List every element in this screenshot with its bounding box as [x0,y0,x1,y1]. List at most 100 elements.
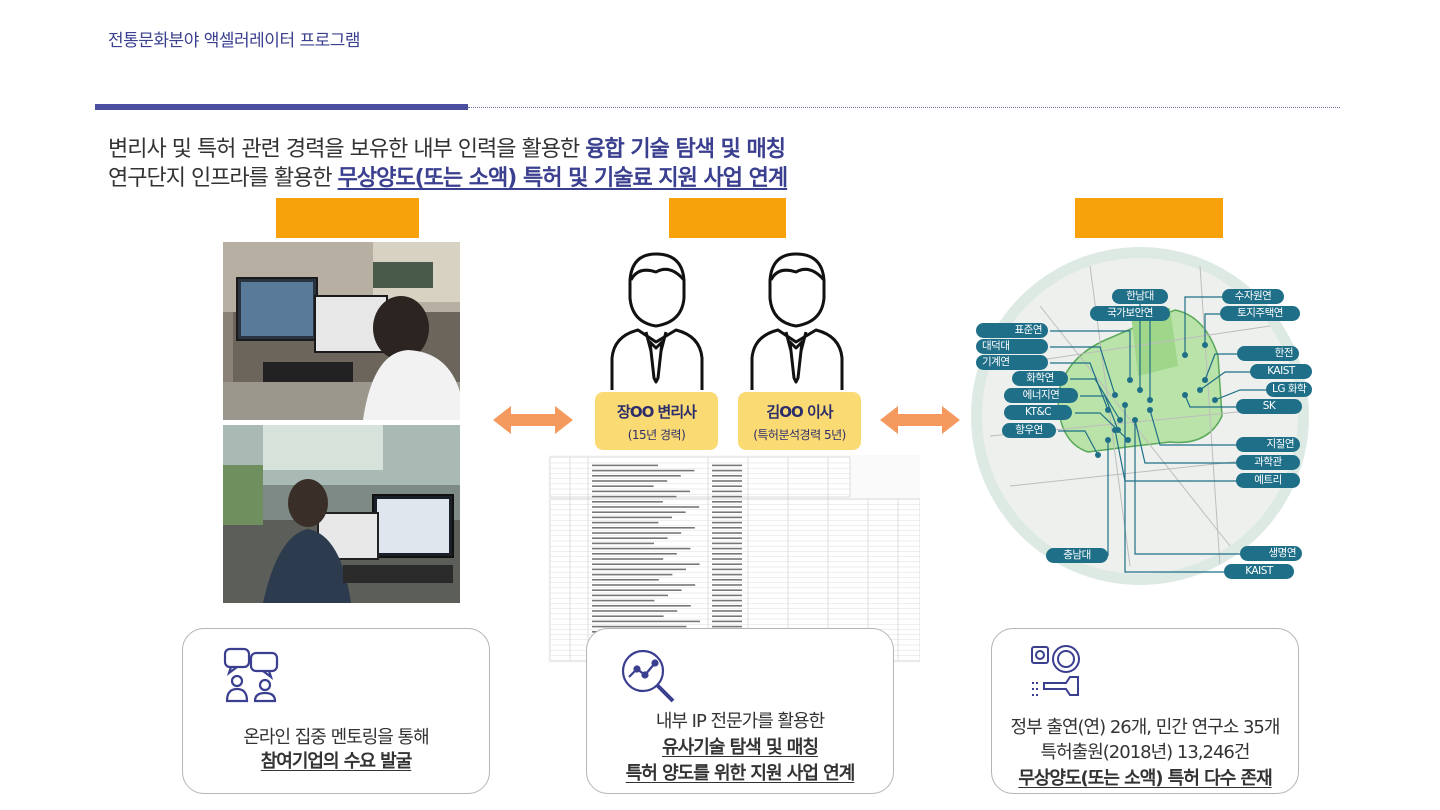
document-row-text [592,475,681,477]
card-2-line-1: 내부 IP 전문가를 활용한 [655,711,825,732]
document-row-text [712,589,742,591]
card-3-line-1: 정부 출연(연) 26개, 민간 연구소 35개 [1010,717,1281,738]
map-tag-kigam: 지질연 [1236,437,1300,452]
document-row-text [712,495,742,498]
document-row-text [592,573,673,576]
mentoring-chat-icon [223,647,281,707]
document-row-text [712,521,742,524]
card-3-line-3: 무상양도(또는 소액) 특허 다수 존재 [1018,768,1272,789]
document-row-text [592,558,664,560]
document-row-text [712,501,742,503]
document-row-text [592,490,690,493]
map-tag-daedeok-univ: 대덕대 [976,339,1048,354]
document-row-text [592,516,672,519]
map-tag-cnu: 충남대 [1046,548,1108,563]
document-row-text [592,464,658,467]
document-row-text [712,563,742,565]
document-row-text [592,553,677,555]
map-tag-kimm: 기계연 [976,355,1048,370]
map-tag-lg-chem: LG 화학 [1266,382,1312,397]
document-row-text [592,485,654,487]
map-tag-lh-institute: 토지주택연 [1220,306,1300,321]
map-tag-kier: 에너지연 [1004,388,1078,403]
headline-line-2-text: 연구단지 인프라를 활용한 [108,166,338,191]
document-row-text [712,620,742,623]
document-row-text [712,490,742,493]
map-tag-kriss: 표준연 [976,323,1048,338]
info-card-ip-expert: 내부 IP 전문가를 활용한 유사기술 탐색 및 매칭 특허 양도를 위한 지원… [586,628,894,794]
document-row-text [712,558,742,560]
document-row-text [712,625,742,628]
orange-label-bar-right [1075,198,1223,238]
document-row-text [712,610,742,612]
double-arrow-right [878,404,962,440]
document-row-text [712,605,742,607]
document-row-text [712,584,742,586]
card-1-line-2: 참여기업의 수요 발굴 [260,751,413,772]
document-row-text [712,553,742,555]
document-row-text [592,584,696,586]
document-row-text [592,589,682,591]
map-tag-kepco: 한전 [1237,346,1299,361]
document-row-text [712,480,742,482]
document-row-text [592,521,659,524]
mentoring-photo-bottom [223,425,460,603]
document-row-text [712,475,742,477]
document-row-text [592,610,678,612]
document-row-text [592,605,691,607]
document-row-text [712,547,742,550]
document-row-text [592,527,695,529]
map-tag-nsr: 국가보안연 [1090,306,1170,321]
map-tag-kaist-right: KAIST [1250,364,1312,379]
document-row-text [592,563,700,565]
document-row-text [712,532,742,534]
map-tag-hannam-univ: 한남대 [1112,289,1168,304]
headline-line-1-highlight: 융합 기술 탐색 및 매칭 [585,137,786,162]
section-rule-thick [95,104,468,110]
expert-name-1: 장OO 변리사 [617,403,697,421]
section-rule-dotted [468,107,1340,108]
map-tag-kwater: 수자원연 [1222,289,1284,304]
analytics-search-icon [619,647,677,709]
document-row-text [712,527,742,529]
headline-line-1: 변리사 및 특허 관련 경력을 보유한 내부 인력을 활용한 융합 기술 탐색 … [108,131,786,163]
document-row-text [712,511,742,513]
program-label: 전통문화분야 액셀러레이터 프로그램 [108,31,361,51]
document-row-text [712,469,742,472]
card-3-line-2: 특허출원(2018년) 13,246건 [1040,742,1251,763]
document-row-text [712,568,742,571]
mentoring-photo-top [223,242,460,420]
card-2-line-3: 특허 양도를 위한 지원 사업 연계 [625,763,856,784]
map-tag-sk: SK [1236,399,1302,414]
document-row-text [592,594,668,597]
document-row-text [592,547,691,550]
map-tag-etri: 예트리 [1236,473,1300,488]
document-row-text [592,537,668,539]
document-row-text [712,573,742,576]
card-2-line-2: 유사기술 탐색 및 매칭 [662,737,819,758]
map-tag-kaist-bottom: KAIST [1224,564,1294,579]
info-card-mentoring: 온라인 집중 멘토링을 통해 참여기업의 수요 발굴 [182,628,490,794]
document-row-text [592,506,700,508]
person-icon [750,252,844,390]
document-row-text [592,568,686,571]
document-row-text [712,594,742,597]
document-row-text [592,511,686,513]
double-arrow-left [491,404,575,440]
document-row-text [592,469,695,472]
headline-line-2-highlight: 무상양도(또는 소액) 특허 및 기술료 지원 사업 연계 [337,166,789,191]
document-row-text [592,615,664,617]
expert-person-icons [598,250,878,450]
document-row-text [712,516,742,519]
document-row-text [712,506,742,508]
document-row-text [592,599,655,602]
map-tag-kribb: 생명연 [1240,546,1302,561]
person-icon [610,252,704,390]
orange-label-bar-center [669,198,786,238]
document-row-text [592,579,659,581]
card-1-line-1: 온라인 집중 멘토링을 통해 [243,727,429,748]
expert-note-2: (특허분석경력 5년) [753,428,846,442]
info-card-patent-supply: 정부 출연(연) 26개, 민간 연구소 35개 특허출원(2018년) 13,… [991,628,1299,794]
document-row-text [712,615,742,617]
